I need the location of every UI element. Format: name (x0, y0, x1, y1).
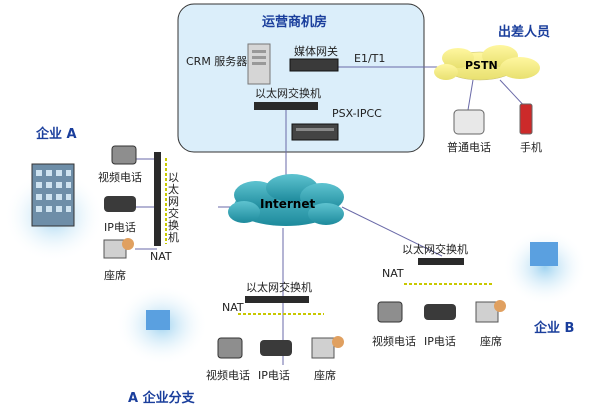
branch-video-phone-label: 视频电话 (206, 369, 250, 382)
branch-building-icon (146, 310, 170, 330)
operator-room-title: 运营商机房 (262, 15, 328, 30)
enterprise-b-title: 企业 B (534, 321, 575, 336)
branch-nat-label: NAT (222, 301, 244, 314)
enterprise-a-seat-person-icon (122, 238, 134, 250)
branch-seat-icon (311, 337, 335, 359)
enterprise-b-ip-phone-icon (424, 304, 456, 320)
media-gateway-label: 媒体网关 (294, 45, 338, 58)
enterprise-b-ip-phone-label: IP电话 (424, 335, 456, 348)
enterprise-b-seat-icon (475, 301, 499, 323)
crm-server-icon (247, 43, 271, 85)
enterprise-a-switch-icon (154, 152, 161, 246)
enterprise-b-blob (503, 229, 587, 305)
internet-cloud (228, 174, 344, 226)
enterprise-b-video-phone-label: 视频电话 (372, 335, 416, 348)
enterprise-a-video-phone-label: 视频电话 (98, 171, 142, 184)
crm-server-label: CRM 服务器 (186, 55, 248, 68)
branch-title: A 企业分支 (128, 391, 195, 406)
operator-room-box (177, 3, 425, 153)
psx-ipcc-front (296, 128, 334, 131)
enterprise-a-ip-phone-icon (104, 196, 136, 212)
psx-ipcc-label: PSX-IPCC (332, 107, 382, 120)
enterprise-b-video-phone-icon (377, 301, 403, 323)
mobile-label: 手机 (520, 141, 542, 154)
pstn-label: PSTN (465, 59, 498, 72)
enterprise-a-title: 企业 A (36, 127, 77, 142)
enterprise-b-seat-label: 座席 (480, 335, 502, 348)
enterprise-a-switch-label: 以太网交换机 (168, 171, 179, 244)
landline-label: 普通电话 (447, 141, 491, 154)
internet-label: Internet (260, 197, 316, 211)
branch-seat-person-icon (332, 336, 344, 348)
building-icon (31, 163, 75, 227)
branch-switch-label: 以太网交换机 (246, 281, 312, 294)
psx-ipcc-icon (291, 123, 339, 141)
room-switch-label: 以太网交换机 (255, 87, 321, 100)
enterprise-a-ip-phone-label: IP电话 (104, 221, 136, 234)
branch-ip-phone-icon (260, 340, 292, 356)
mobile-phone-icon (519, 103, 533, 135)
enterprise-b-nat-label: NAT (382, 267, 404, 280)
room-switch-icon (254, 102, 318, 110)
enterprise-b-switch-label: 以太网交换机 (402, 243, 468, 256)
branch-seat-label: 座席 (314, 369, 336, 382)
enterprise-a-nat-label: NAT (150, 250, 172, 263)
enterprise-a-video-phone-icon (111, 145, 137, 165)
landline-phone-icon (453, 109, 485, 135)
pstn-cloud (434, 45, 540, 81)
enterprise-b-building-icon (530, 242, 558, 266)
media-gateway-icon (289, 58, 339, 72)
enterprise-b-seat-person-icon (494, 300, 506, 312)
enterprise-a-seat-label: 座席 (104, 269, 126, 282)
branch-ip-phone-label: IP电话 (258, 369, 290, 382)
traveler-title: 出差人员 (498, 25, 551, 40)
e1t1-label: E1/T1 (354, 52, 386, 65)
enterprise-b-switch-icon (418, 258, 464, 265)
branch-switch-icon (245, 296, 309, 303)
branch-video-phone-icon (217, 337, 243, 359)
